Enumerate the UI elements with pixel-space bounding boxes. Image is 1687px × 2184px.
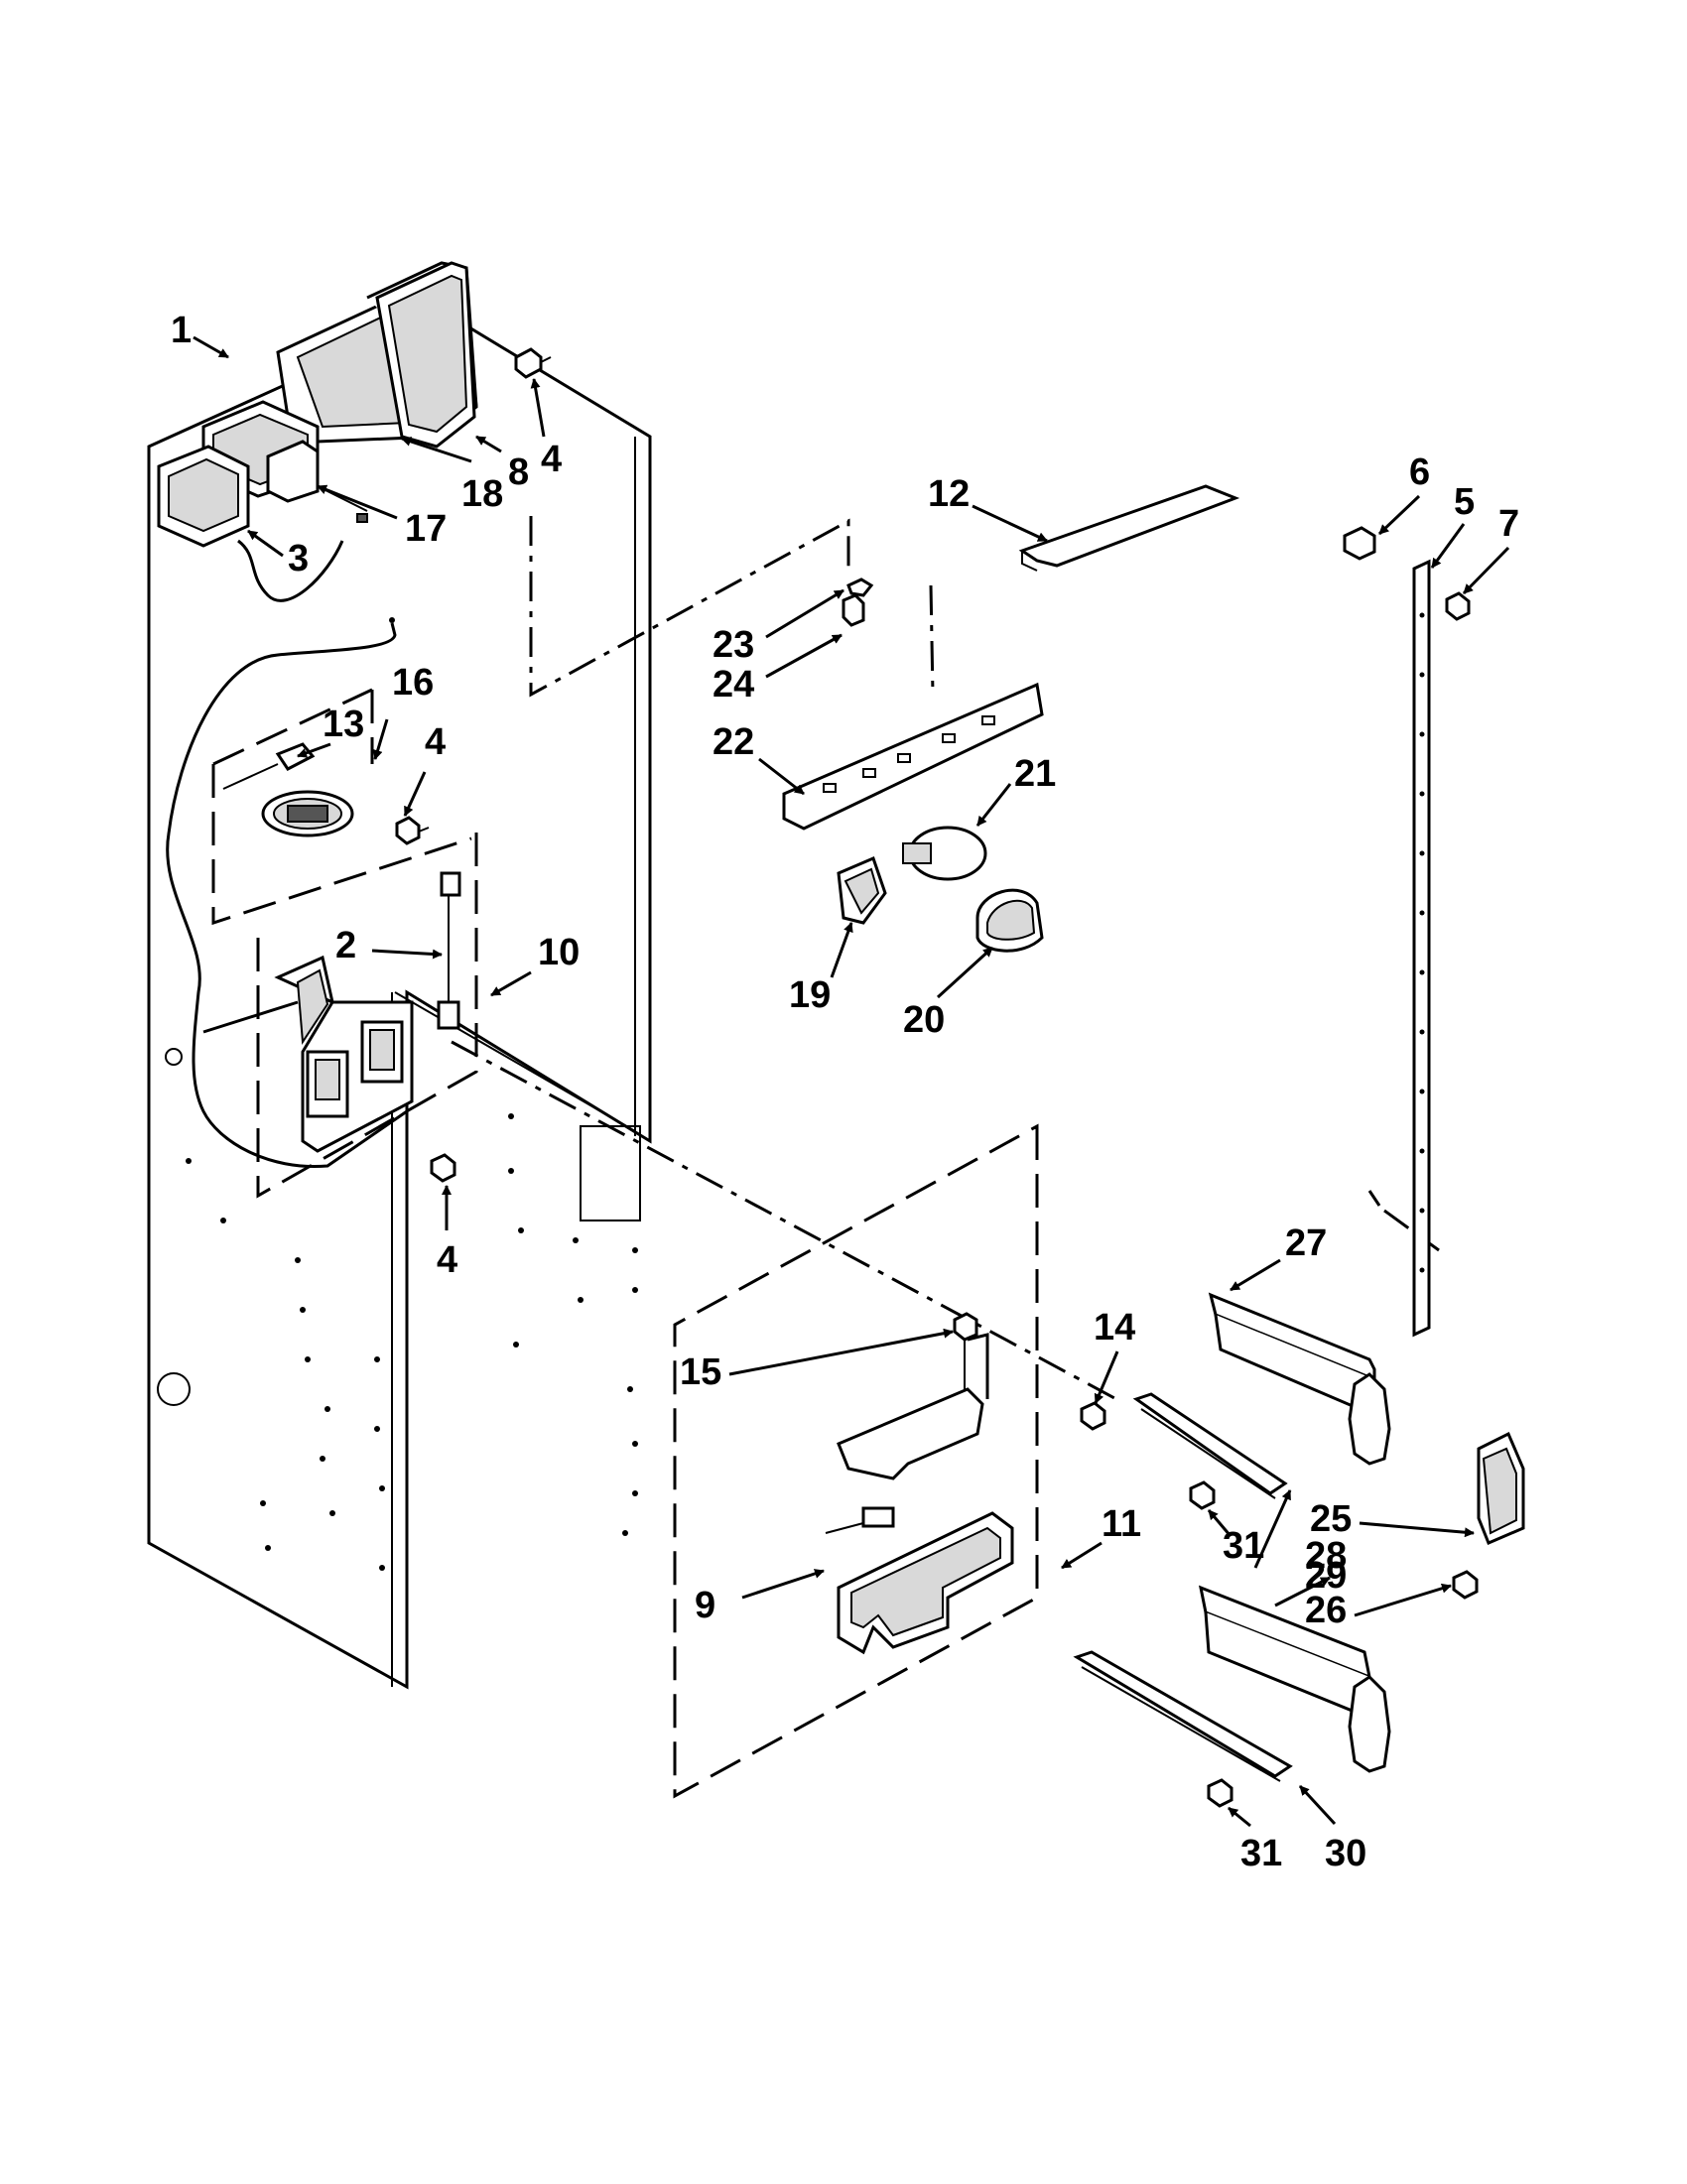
callout-17: 17 <box>405 508 447 550</box>
callout-1: 1 <box>171 310 192 351</box>
callout-25: 25 <box>1310 1498 1352 1540</box>
callout-20: 20 <box>903 999 945 1041</box>
trim-27 <box>1208 1292 1391 1466</box>
slide-30 <box>1073 1650 1293 1782</box>
cap-25 <box>1477 1431 1525 1545</box>
callout-14: 14 <box>1094 1307 1135 1349</box>
cabinet-wiring <box>166 622 408 1169</box>
callout-28: 28 <box>1305 1535 1347 1577</box>
liner-hole <box>157 1372 191 1406</box>
callout-18: 18 <box>461 473 503 515</box>
cover-15 <box>837 1333 989 1480</box>
callout-22: 22 <box>713 721 754 763</box>
lamp-socket-19 <box>837 855 887 925</box>
screw-16 <box>395 816 430 845</box>
rail-5 <box>1412 559 1431 1338</box>
trim-29 <box>1198 1585 1391 1773</box>
clip-6 <box>1343 526 1376 561</box>
assembly-leaders <box>451 516 1440 1401</box>
callout-29: 29 <box>1305 1555 1347 1597</box>
damper-housing <box>375 261 476 449</box>
tray-11 <box>837 1511 1014 1655</box>
screw-24 <box>842 593 865 627</box>
control-bracket <box>157 445 250 548</box>
liner-mount-holes <box>186 439 638 1571</box>
connector-9 <box>825 1506 895 1534</box>
lamp-shield <box>1018 484 1240 572</box>
callout-6: 6 <box>1409 451 1430 493</box>
callout-8: 8 <box>508 451 529 493</box>
callout-5: 5 <box>1454 481 1475 523</box>
callout-23: 23 <box>713 624 754 666</box>
callout-7: 7 <box>1498 503 1519 545</box>
callout-labels: 1 2 3 4 4 4 5 6 7 8 9 10 11 12 13 14 15 … <box>171 310 1519 1874</box>
dashed-box-module <box>673 1123 1039 1799</box>
callout-2: 2 <box>335 925 356 966</box>
callout-12: 12 <box>928 473 970 515</box>
dashed-box-control <box>211 688 472 926</box>
callout-11: 11 <box>1102 1503 1141 1545</box>
callout-4-bottom: 4 <box>437 1239 457 1281</box>
callout-19: 19 <box>789 974 831 1016</box>
callout-21: 21 <box>1014 753 1056 795</box>
dispenser-housing <box>274 955 414 1153</box>
callout-24: 24 <box>713 664 754 706</box>
slide-28 <box>1132 1392 1288 1499</box>
lamp-socket-module <box>261 790 354 837</box>
screw-14 <box>1080 1401 1106 1431</box>
callout-3: 3 <box>288 538 309 579</box>
callout-13: 13 <box>323 704 364 745</box>
dashed-box-housing <box>256 819 478 1199</box>
screw-top <box>514 347 552 379</box>
callout-10: 10 <box>538 932 580 973</box>
screw-23 <box>846 578 874 597</box>
callout-26: 26 <box>1305 1590 1347 1631</box>
callout-4-mid: 4 <box>425 721 446 763</box>
screw-7 <box>1445 591 1471 621</box>
screw-31-lower <box>1207 1778 1233 1808</box>
liner-opening <box>580 1125 641 1221</box>
switch-2 <box>437 871 461 1030</box>
light-bulb <box>902 826 987 881</box>
screw-31-upper <box>1189 1480 1216 1510</box>
callout-15: 15 <box>680 1351 721 1393</box>
screw-15 <box>953 1312 978 1389</box>
screw-26 <box>1452 1570 1479 1600</box>
callout-16: 16 <box>392 662 434 704</box>
leader-arrows <box>193 335 1510 1828</box>
callout-4-top: 4 <box>541 439 562 480</box>
wire-harness <box>237 539 344 602</box>
callout-30: 30 <box>1325 1833 1366 1874</box>
callout-27: 27 <box>1285 1222 1327 1264</box>
callout-9: 9 <box>695 1585 715 1626</box>
lamp-cover-20 <box>975 888 1044 953</box>
callout-31-upper: 31 <box>1223 1525 1264 1567</box>
callout-31-lower: 31 <box>1240 1833 1282 1874</box>
lamp-bracket <box>782 682 1044 831</box>
screw-bottom <box>430 1153 456 1183</box>
